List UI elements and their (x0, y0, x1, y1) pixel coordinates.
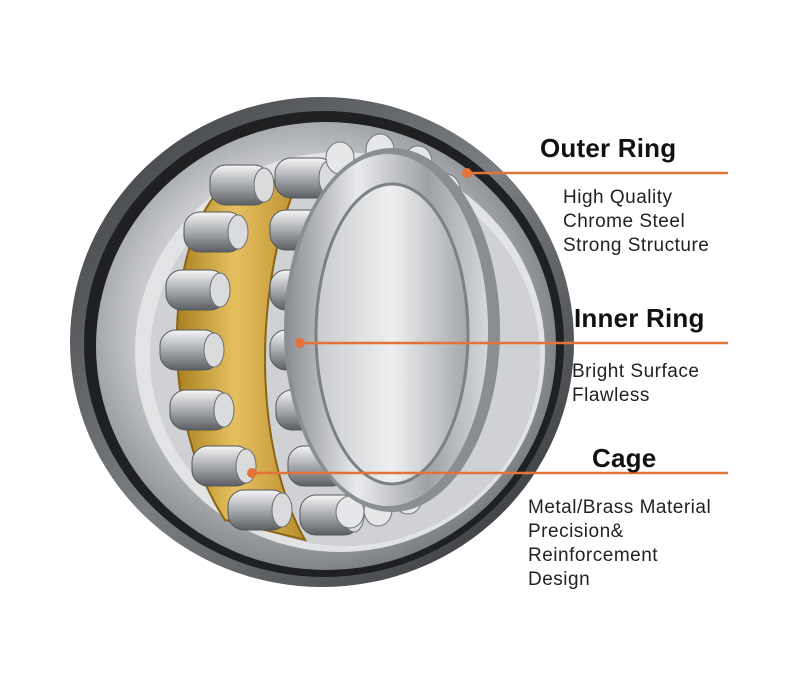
cage-description-line: Design (528, 569, 591, 590)
inner-ring-description-line: Flawless (572, 385, 650, 406)
roller (191, 445, 257, 487)
inner-ring-shape (284, 148, 500, 512)
roller (159, 329, 225, 371)
inner-ring-leader-dot (295, 338, 305, 348)
roller (209, 164, 275, 206)
cage-description-line: Reinforcement (528, 545, 659, 566)
inner-ring-description-line: Bright Surface (572, 361, 700, 382)
outer-ring-title: Outer Ring (540, 133, 677, 163)
cage-description-line: Precision& (528, 521, 624, 542)
roller (227, 489, 293, 531)
outer-ring-description-line: Strong Structure (563, 235, 710, 256)
outer-ring-description-line: High Quality (563, 187, 673, 208)
roller (165, 269, 231, 311)
roller (169, 389, 235, 431)
leader-lines (247, 168, 728, 478)
roller (183, 211, 249, 253)
outer-ring-leader-dot (462, 168, 472, 178)
inner-ring-title: Inner Ring (574, 303, 705, 333)
cage-leader-dot (247, 468, 257, 478)
cage-description-line: Metal/Brass Material (528, 497, 712, 518)
outer-ring-description-line: Chrome Steel (563, 211, 686, 232)
cage-title: Cage (592, 443, 657, 473)
